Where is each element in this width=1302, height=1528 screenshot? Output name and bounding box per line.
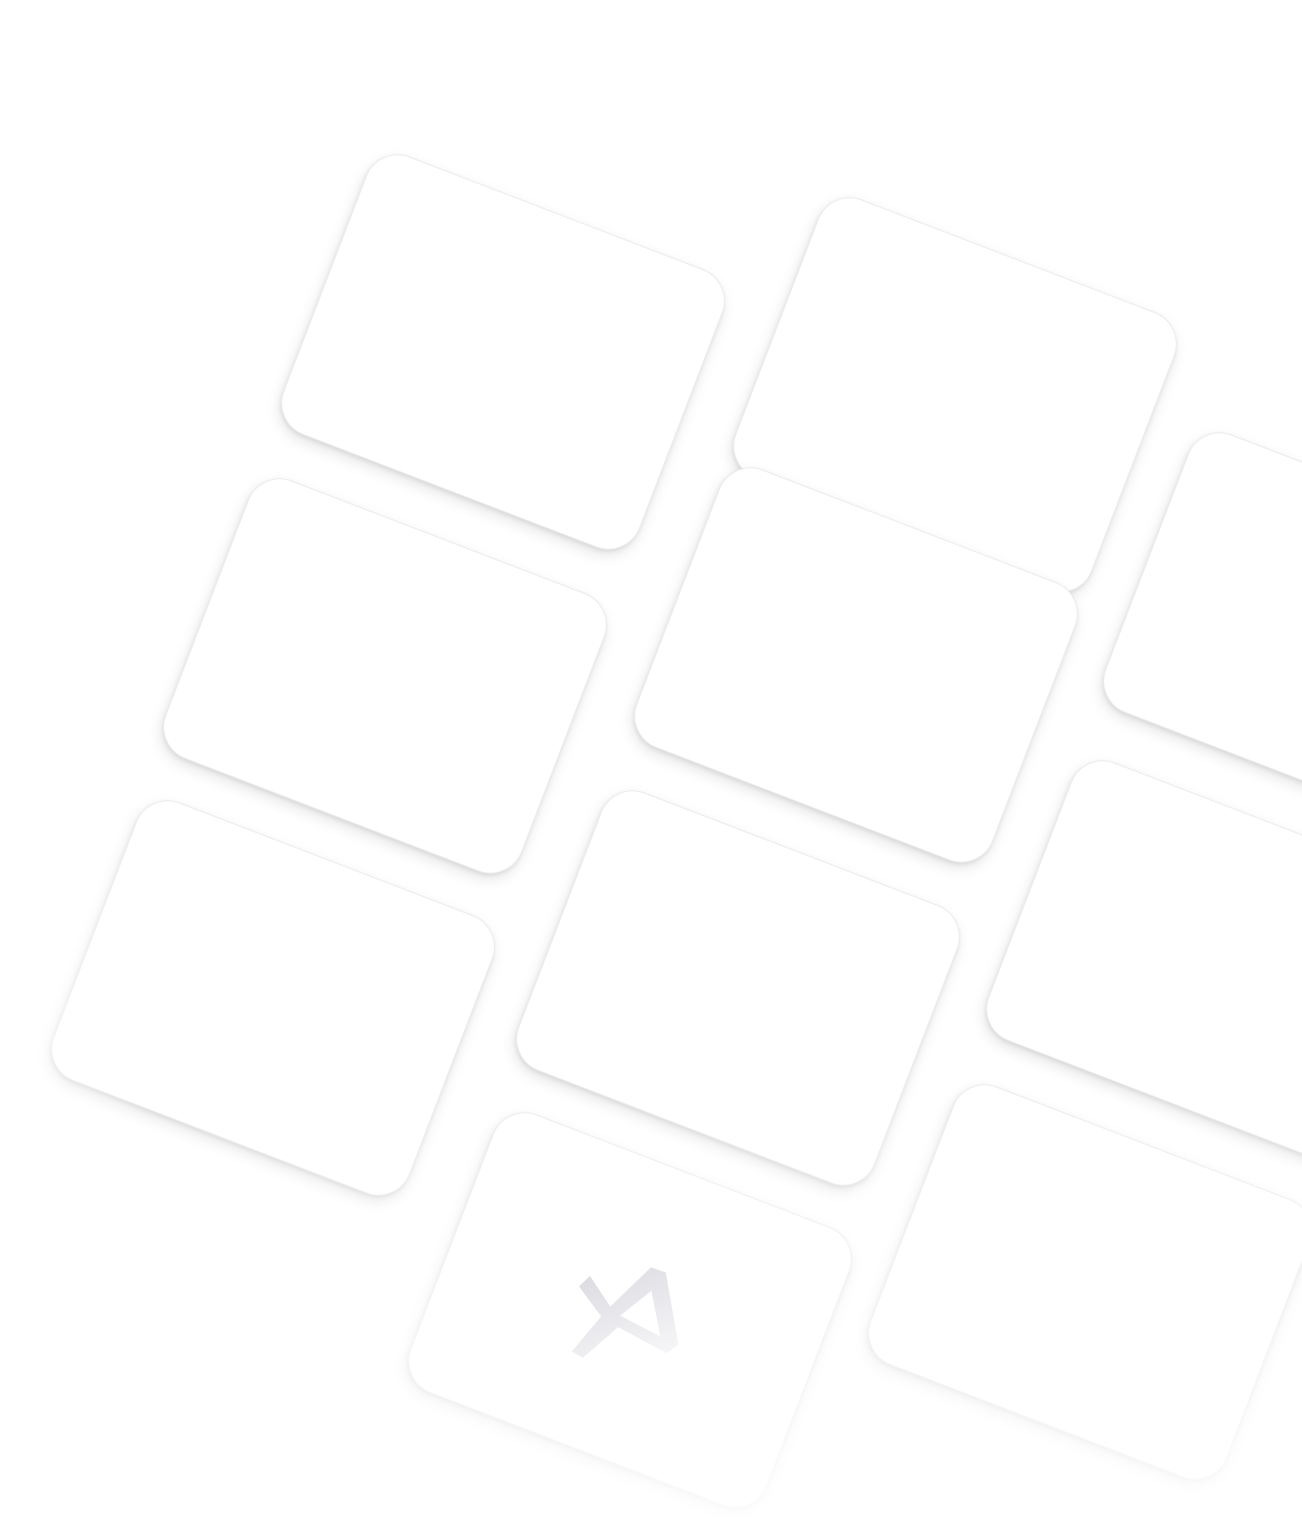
app-logo-icon (571, 1267, 679, 1358)
tile (858, 1074, 1302, 1490)
tile (271, 144, 735, 560)
